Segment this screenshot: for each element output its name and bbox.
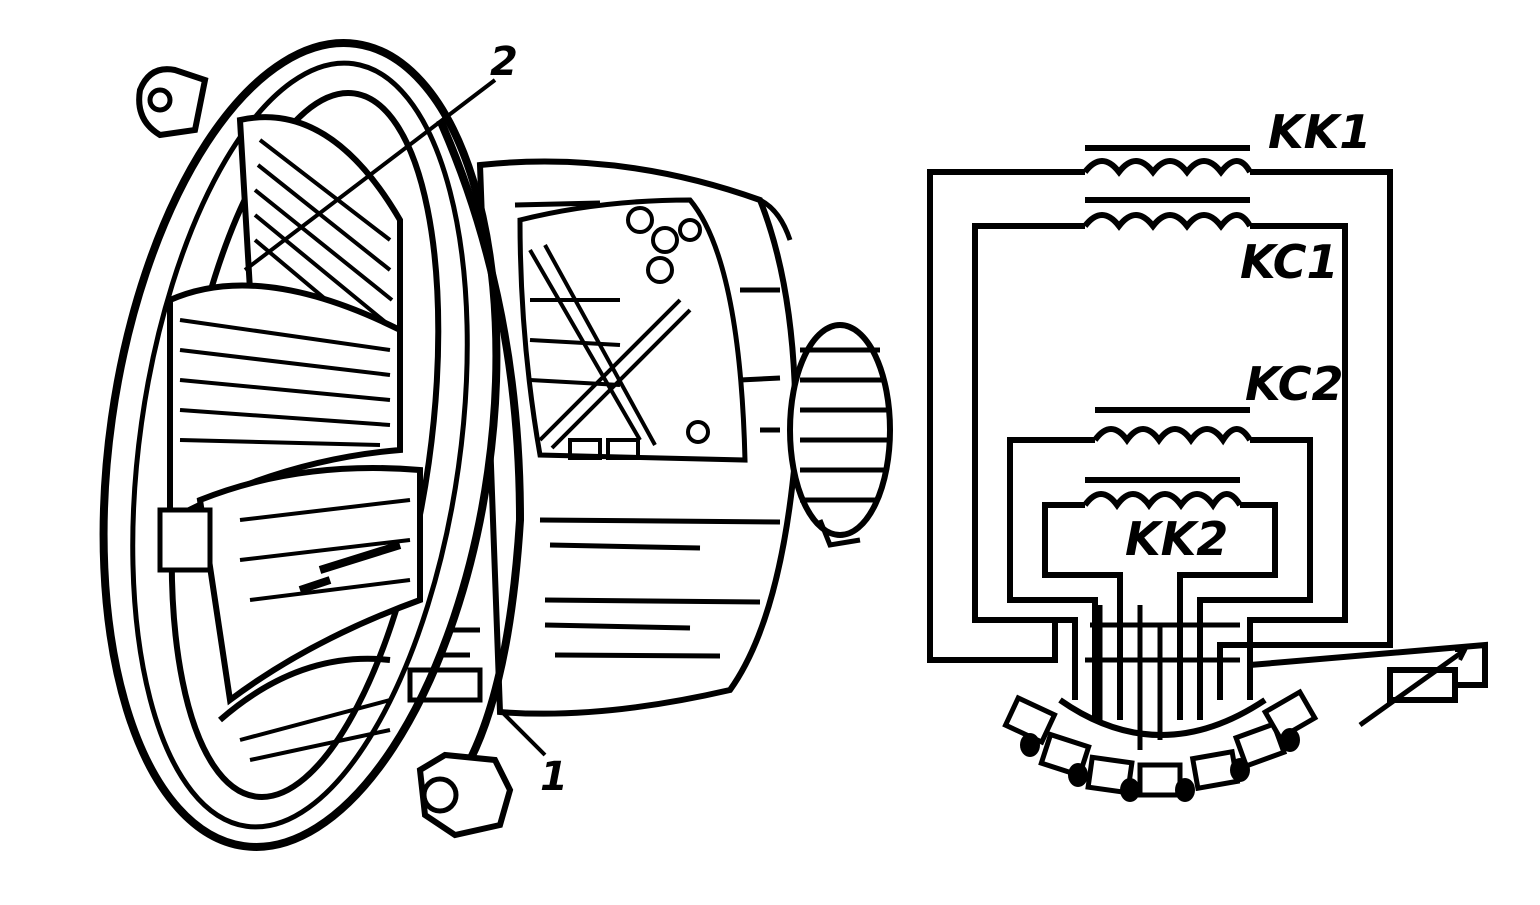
- stator-winding: [157, 114, 423, 762]
- coil-kc2: [1092, 407, 1253, 446]
- circuit-schematic: [927, 145, 1488, 802]
- label-kc2: KC2: [1245, 357, 1343, 411]
- label-kk1: KK1: [1268, 105, 1371, 159]
- label-kc1: KC1: [1240, 235, 1338, 289]
- variable-resistor: [1249, 641, 1488, 728]
- brush-contacts: [1020, 728, 1300, 802]
- callout-2: 2: [490, 39, 518, 85]
- rear-hub: [787, 322, 893, 548]
- brush-set: [1002, 688, 1319, 798]
- machine-drawing: [99, 39, 893, 851]
- wire-kc1-return: [1247, 223, 1348, 700]
- wire-kk2: [1042, 502, 1123, 720]
- leader-line-1: [498, 708, 547, 757]
- coil-kk1: [1082, 145, 1253, 177]
- bottom-nut: [407, 667, 514, 839]
- wire-kc2: [1007, 437, 1098, 720]
- wire-kc2-return: [1197, 437, 1313, 720]
- label-kk2: KK2: [1125, 512, 1228, 566]
- top-lug: [136, 66, 209, 139]
- wire-kk1-return: [1217, 169, 1393, 700]
- wire-kk1: [927, 169, 1085, 663]
- wire-grid: [1085, 605, 1240, 750]
- leader-line-2: [243, 78, 497, 272]
- wire-kc1: [972, 223, 1085, 700]
- callout-1: 1: [540, 754, 568, 800]
- commutator-arc: [1058, 697, 1267, 738]
- coil-kk2: [1082, 477, 1243, 511]
- interior-window: [517, 197, 748, 463]
- coil-kc1: [1082, 197, 1253, 231]
